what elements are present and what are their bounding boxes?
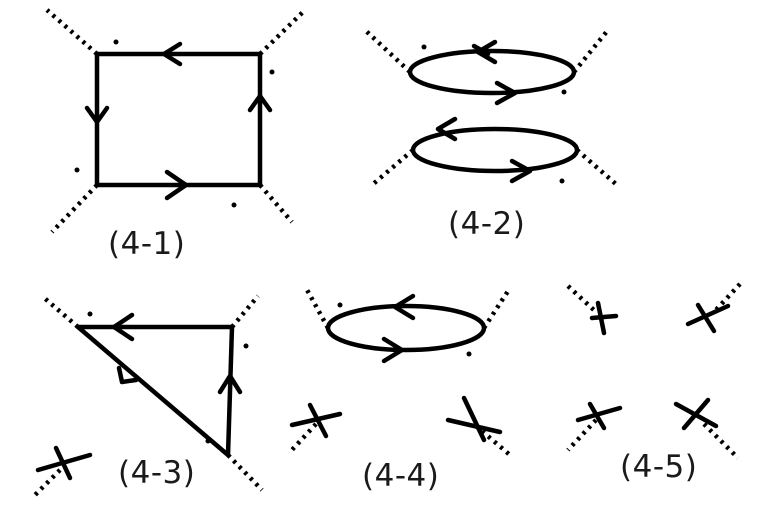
tadpole-cross-left (288, 402, 343, 454)
cross-bar (595, 300, 607, 336)
diagram-label: (4-4) (362, 458, 440, 494)
tadpole-cross-top-left (566, 284, 619, 336)
vertex-dot (87, 311, 93, 317)
tadpole-cross (31, 445, 93, 499)
cross-bar (695, 302, 717, 334)
cross-bar (461, 395, 487, 443)
external-line-bottom-right (258, 183, 294, 224)
vertex-dot (243, 343, 249, 349)
cross-bar (53, 445, 73, 481)
fermion-loop-box (94, 51, 263, 188)
external-line-bottom (226, 453, 264, 492)
cross-bar (35, 452, 93, 473)
diagram-label: (4-1) (108, 226, 186, 262)
cross-bar (685, 303, 731, 327)
cross-bar (575, 405, 623, 423)
cross-bar (681, 397, 711, 431)
arrow-left-icon (475, 39, 498, 65)
arrow-up-icon (247, 93, 273, 113)
external-line-top-left (40, 294, 80, 329)
fermion-bubble (325, 303, 487, 353)
arrow-left-icon (392, 293, 416, 321)
arrow-left-icon (435, 116, 458, 142)
vertex-dot (269, 69, 275, 75)
vertex-dot (421, 44, 427, 50)
external-line-upper-left (363, 28, 412, 74)
tadpole-cross-bottom-right (673, 397, 740, 460)
external-line (474, 424, 512, 457)
cross-bar (587, 401, 607, 431)
arrow-right-icon (381, 336, 405, 364)
arrow-left-icon (111, 312, 135, 342)
vertex-dot (466, 351, 472, 357)
external-line-top-right (258, 8, 307, 56)
tadpole-cross-right (445, 395, 512, 457)
arrow-left-icon (161, 41, 183, 67)
external-line (702, 422, 740, 460)
external-line-top-right (230, 294, 260, 329)
external-line-lower-left (370, 148, 415, 187)
arrow-right-icon (164, 169, 189, 201)
cross-bar (589, 313, 619, 321)
external-line-left (304, 286, 330, 330)
external-line-upper-right (572, 28, 610, 74)
tadpole-cross-bottom-left (566, 401, 623, 452)
vertex-dot (205, 438, 211, 444)
arrow-down-right-icon (116, 365, 139, 385)
cross-bar (289, 411, 343, 428)
vertex-dot (74, 167, 80, 173)
external-line (712, 282, 742, 314)
external-line-lower-right (575, 148, 619, 187)
external-line (31, 468, 62, 499)
arrow-right-icon (494, 80, 518, 106)
cross-bar (307, 402, 329, 439)
diagram-label: (4-3) (118, 455, 196, 491)
diagram-label: (4-5) (620, 449, 698, 485)
external-line (566, 418, 598, 452)
fermion-bubble-lower (410, 126, 580, 174)
diagram-label: (4-2) (448, 206, 526, 242)
arrow-left-icon-stroke (471, 43, 491, 57)
tadpole-cross-top-right (685, 282, 742, 334)
vertex-dot (337, 302, 343, 308)
external-line-right (482, 286, 512, 330)
vertex-dot (231, 202, 237, 208)
external-line (566, 284, 598, 314)
external-line-bottom-left (50, 183, 99, 234)
external-line-top-left (45, 8, 99, 56)
vertex-dot (561, 89, 567, 95)
fermion-bubble-upper (407, 48, 577, 96)
arrow-down-icon (84, 105, 110, 125)
vertex-dot (559, 178, 565, 184)
cross-bar (673, 401, 719, 429)
arrow-up-icon (217, 373, 243, 395)
fermion-loop-triangle (75, 324, 235, 458)
external-line (288, 422, 318, 454)
cross-bar (445, 417, 503, 435)
vertex-dot (113, 39, 119, 45)
arrow-right-icon (509, 158, 533, 184)
